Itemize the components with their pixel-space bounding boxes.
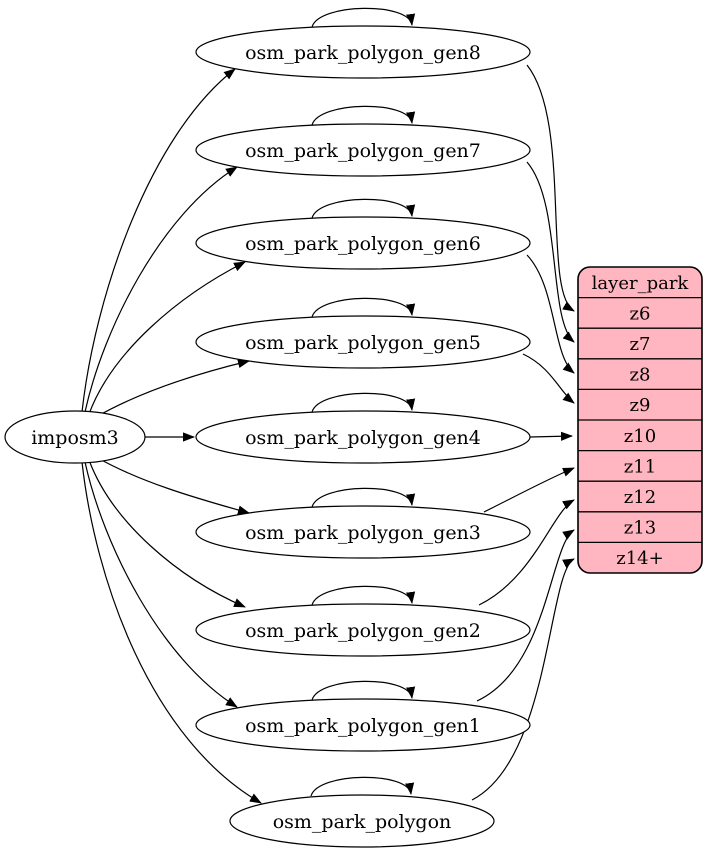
edge-imposm3-to-osm_park_polygon xyxy=(81,461,262,804)
node-ellipse-osm_park_polygon_gen2 xyxy=(195,603,531,657)
self-loop-osm_park_polygon xyxy=(310,776,415,797)
node-osm_park_polygon_gen3: osm_park_polygon_gen3 xyxy=(195,505,531,559)
record-row-z8: z8 xyxy=(630,365,651,386)
node-label-osm_park_polygon_gen5: osm_park_polygon_gen5 xyxy=(245,332,481,354)
self-loop-osm_park_polygon_gen8 xyxy=(311,7,416,28)
record-row-z12: z12 xyxy=(624,487,656,508)
node-label-osm_park_polygon_gen4: osm_park_polygon_gen4 xyxy=(245,427,481,449)
node-osm_park_polygon_gen8: osm_park_polygon_gen8 xyxy=(195,25,531,79)
edge-imposm3-to-osm_park_polygon_gen7 xyxy=(84,166,238,413)
node-imposm3: imposm3 xyxy=(4,410,146,464)
self-loop-osm_park_polygon_gen3 xyxy=(311,487,416,508)
node-osm_park_polygon_gen6: osm_park_polygon_gen6 xyxy=(195,216,531,270)
edge-imposm3-to-osm_park_polygon_gen8 xyxy=(81,68,236,413)
node-label-imposm3: imposm3 xyxy=(31,427,119,449)
self-loop-osm_park_polygon_gen4 xyxy=(311,392,416,413)
edge-osm_park_polygon_gen2-to-row-z12 xyxy=(478,499,575,606)
edge-imposm3-to-osm_park_polygon_gen3 xyxy=(95,456,250,515)
edge-imposm3-to-osm_park_polygon_gen5 xyxy=(95,359,250,418)
node-label-osm_park_polygon_gen6: osm_park_polygon_gen6 xyxy=(245,233,481,255)
edges-layer xyxy=(81,7,575,804)
node-osm_park_polygon_gen5: osm_park_polygon_gen5 xyxy=(195,315,531,369)
record-row-z7: z7 xyxy=(630,334,651,355)
edge-osm_park_polygon_gen3-to-row-z11 xyxy=(483,467,575,513)
node-label-osm_park_polygon_gen3: osm_park_polygon_gen3 xyxy=(245,522,481,544)
edge-osm_park_polygon_gen4-to-row-z10 xyxy=(529,431,573,441)
node-osm_park_polygon_gen2: osm_park_polygon_gen2 xyxy=(195,603,531,657)
record-row-z11: z11 xyxy=(624,456,656,477)
self-loop-osm_park_polygon_gen2 xyxy=(311,585,416,606)
edge-imposm3-to-osm_park_polygon_gen1 xyxy=(84,461,238,708)
edge-osm_park_polygon_gen7-to-row-z7 xyxy=(526,161,575,343)
node-osm_park_polygon_gen7: osm_park_polygon_gen7 xyxy=(195,123,531,177)
node-label-osm_park_polygon_gen8: osm_park_polygon_gen8 xyxy=(245,42,481,64)
self-loop-osm_park_polygon_gen5 xyxy=(311,297,416,318)
node-ellipse-osm_park_polygon_gen7 xyxy=(195,123,531,177)
self-loop-osm_park_polygon_gen1 xyxy=(311,680,416,701)
record-title-layer_park: layer_park xyxy=(592,273,690,294)
node-label-osm_park_polygon_gen1: osm_park_polygon_gen1 xyxy=(245,715,481,737)
node-ellipse-osm_park_polygon_gen6 xyxy=(195,216,531,270)
node-label-osm_park_polygon_gen7: osm_park_polygon_gen7 xyxy=(245,140,481,162)
record-row-z13: z13 xyxy=(624,518,656,539)
node-ellipse-osm_park_polygon_gen5 xyxy=(195,315,531,369)
edge-osm_park_polygon_gen6-to-row-z8 xyxy=(526,254,575,374)
node-ellipse-osm_park_polygon_gen4 xyxy=(195,410,531,464)
node-ellipse-osm_park_polygon_gen8 xyxy=(195,25,531,79)
edge-osm_park_polygon_gen5-to-row-z9 xyxy=(522,353,575,404)
node-layer_park: layer_park z6 z7 z8 z9 z10 z11 z12 z13 z14+ xyxy=(577,266,703,574)
self-loop-osm_park_polygon_gen6 xyxy=(311,198,416,219)
node-osm_park_polygon: osm_park_polygon xyxy=(229,794,495,848)
node-ellipse-imposm3 xyxy=(4,410,146,464)
edge-imposm3-to-osm_park_polygon_gen2 xyxy=(88,459,246,608)
record-row-z6: z6 xyxy=(630,303,651,324)
edge-osm_park_polygon-to-row-z14+ xyxy=(471,558,575,801)
record-row-z10: z10 xyxy=(624,426,656,447)
node-osm_park_polygon_gen1: osm_park_polygon_gen1 xyxy=(195,698,531,752)
record-row-z14+: z14+ xyxy=(616,548,663,569)
node-ellipse-osm_park_polygon_gen1 xyxy=(195,698,531,752)
edge-osm_park_polygon_gen8-to-row-z6 xyxy=(526,64,575,312)
edge-osm_park_polygon_gen1-to-row-z13 xyxy=(476,529,575,702)
node-label-osm_park_polygon_gen2: osm_park_polygon_gen2 xyxy=(245,620,481,642)
node-osm_park_polygon_gen4: osm_park_polygon_gen4 xyxy=(195,410,531,464)
node-ellipse-osm_park_polygon xyxy=(229,794,495,848)
self-loop-osm_park_polygon_gen7 xyxy=(311,105,416,126)
node-ellipse-osm_park_polygon_gen3 xyxy=(195,505,531,559)
record-row-z9: z9 xyxy=(630,395,651,416)
edge-imposm3-to-osm_park_polygon_gen6 xyxy=(88,261,246,415)
node-label-osm_park_polygon: osm_park_polygon xyxy=(273,811,452,833)
